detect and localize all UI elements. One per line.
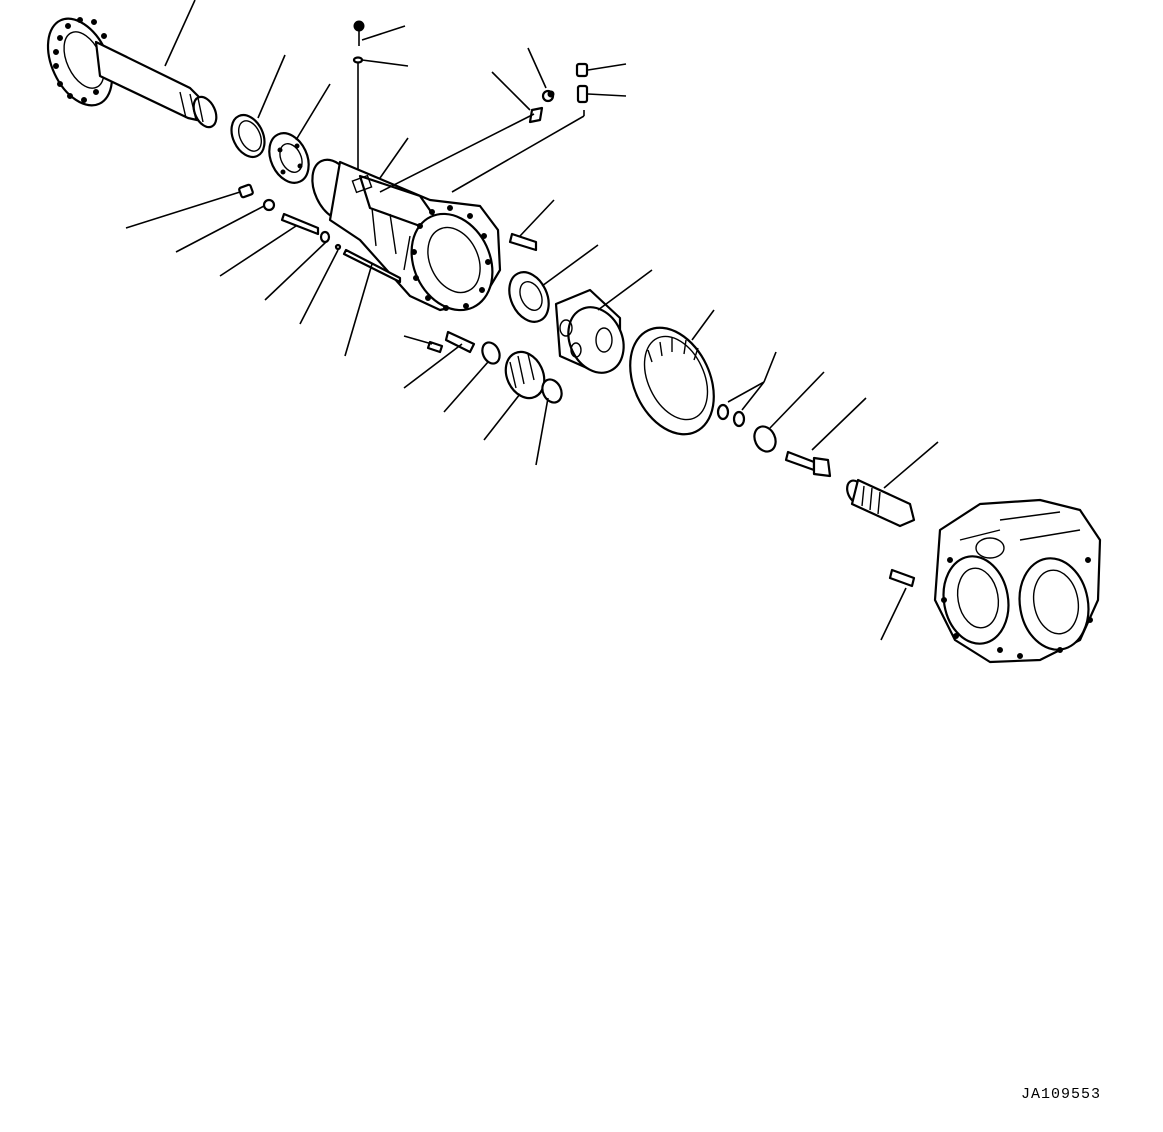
- fitting-nut: [576, 84, 589, 104]
- plug: [541, 89, 555, 103]
- roll-pin: [334, 243, 342, 251]
- lock-washer: [262, 198, 276, 212]
- planet-carrier: [554, 288, 625, 374]
- differential-housing: [933, 498, 1102, 664]
- bolt: [784, 450, 832, 478]
- bearing-inner: [508, 271, 550, 323]
- stud: [280, 212, 320, 236]
- bearing-outer: [268, 132, 310, 184]
- plug-label: [528, 106, 544, 124]
- pin: [444, 330, 476, 354]
- fitting: [575, 62, 589, 78]
- leader-lines: [125, 0, 939, 641]
- figure-code: JA109553: [1021, 1086, 1102, 1103]
- sun-gear-shaft: [846, 478, 916, 528]
- shims: [716, 403, 746, 428]
- thrust-washer: [753, 425, 777, 453]
- pin-2: [888, 568, 916, 588]
- thrust-bearing: [541, 378, 563, 404]
- seal: [230, 113, 266, 159]
- ring-gear: [629, 326, 715, 436]
- breather-bolt: [353, 20, 365, 46]
- needle-bearing: [481, 341, 501, 365]
- dowel-pin: [508, 232, 538, 252]
- nut: [238, 183, 254, 199]
- axle-housing: [311, 158, 502, 312]
- breather-washer: [352, 56, 364, 64]
- axle-shaft-flange: [46, 17, 218, 129]
- small-washer: [319, 230, 331, 244]
- planet-gear: [504, 350, 546, 400]
